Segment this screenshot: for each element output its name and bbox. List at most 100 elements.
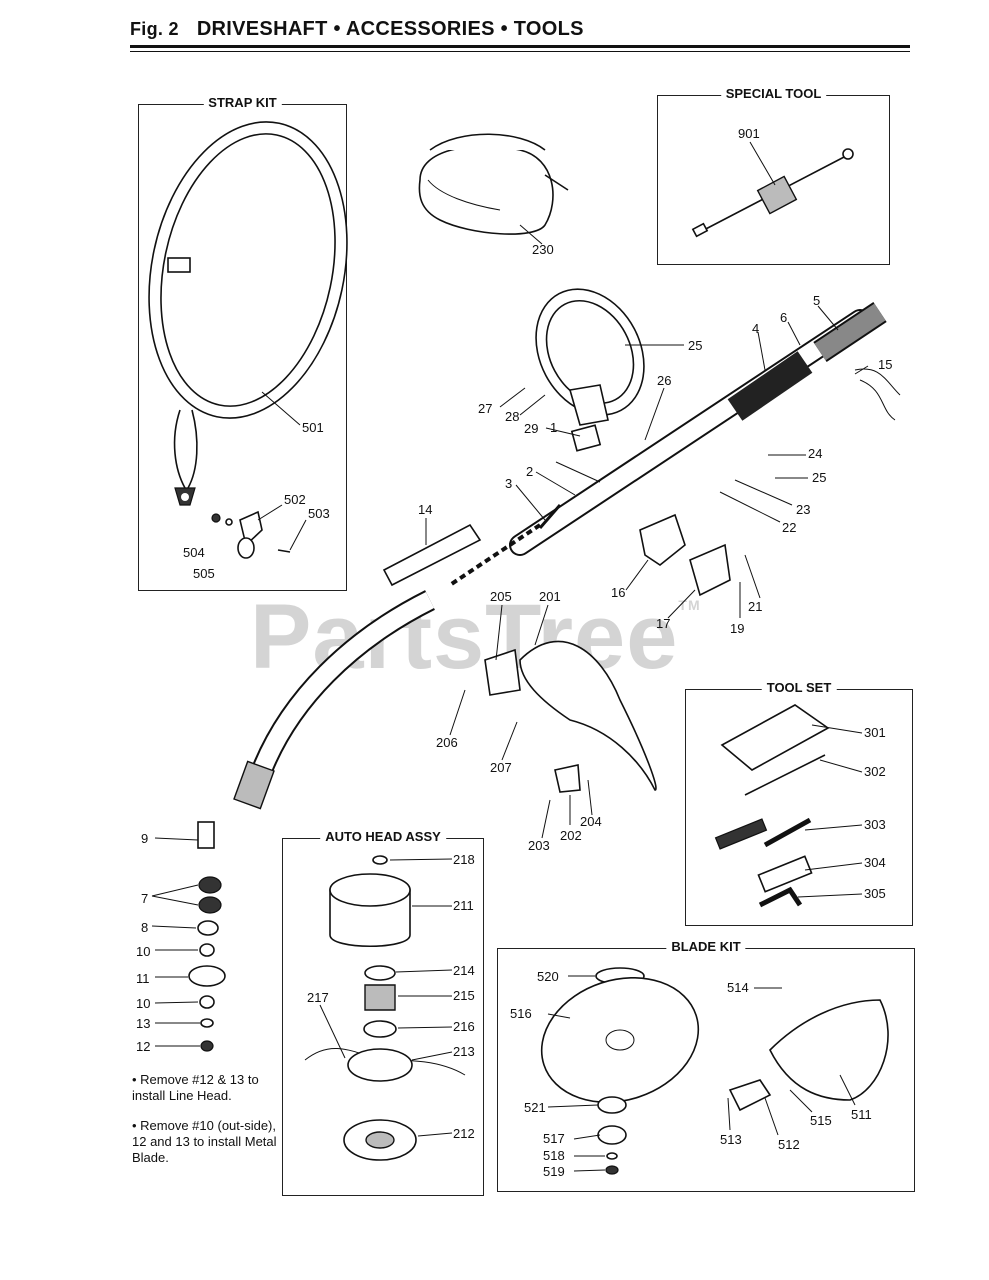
part-number-28: 28 xyxy=(505,409,519,424)
part-number-213: 213 xyxy=(453,1044,475,1059)
part-number-212: 212 xyxy=(453,1126,475,1141)
part-number-7: 7 xyxy=(141,891,148,906)
shaft-clamp-drawing xyxy=(639,513,731,597)
part-number-216: 216 xyxy=(453,1019,475,1034)
special-tool-drawing xyxy=(691,148,854,238)
installation-notes: • Remove #12 & 13 to install Line Head. … xyxy=(132,1072,282,1180)
part-number-901: 901 xyxy=(738,126,760,141)
part-number-25-handle: 25 xyxy=(688,338,702,353)
part-number-201: 201 xyxy=(539,589,561,604)
part-number-callouts: 1 2 3 4 5 6 7 8 9 10 11 10 13 12 14 15 1… xyxy=(136,126,892,1179)
part-number-16: 16 xyxy=(611,585,625,600)
part-number-12: 12 xyxy=(136,1039,150,1054)
part-number-502: 502 xyxy=(284,492,306,507)
tool-set-label: TOOL SET xyxy=(761,680,837,695)
warning-label-drawing xyxy=(382,523,482,587)
part-number-11: 11 xyxy=(136,971,150,986)
part-number-1: 1 xyxy=(550,420,557,435)
part-number-214: 214 xyxy=(453,963,475,978)
auto-head-parts-drawing xyxy=(304,855,466,1161)
figure-label: Fig. 2 xyxy=(130,19,179,39)
part-number-8: 8 xyxy=(141,920,148,935)
part-number-211: 211 xyxy=(453,898,474,913)
part-number-305: 305 xyxy=(864,886,886,901)
part-number-26: 26 xyxy=(657,373,671,388)
part-number-23: 23 xyxy=(796,502,810,517)
part-number-514: 514 xyxy=(727,980,749,995)
part-number-206: 206 xyxy=(436,735,458,750)
part-number-301: 301 xyxy=(864,725,886,740)
strap-kit-box: STRAP KIT xyxy=(138,95,347,591)
blade-guard-drawing xyxy=(484,640,657,791)
part-number-304: 304 xyxy=(864,855,886,870)
part-number-24: 24 xyxy=(808,446,822,461)
drive-tube-drawing xyxy=(509,302,901,556)
blade-kit-label: BLADE KIT xyxy=(666,939,746,954)
flex-shaft-drawing xyxy=(233,523,542,810)
part-number-518: 518 xyxy=(543,1148,565,1163)
part-number-504: 504 xyxy=(183,545,205,560)
part-number-29: 29 xyxy=(524,421,538,436)
part-number-230: 230 xyxy=(532,242,554,257)
part-number-203: 203 xyxy=(528,838,550,853)
part-number-2: 2 xyxy=(526,464,533,479)
part-number-202: 202 xyxy=(560,828,582,843)
part-number-501: 501 xyxy=(302,420,324,435)
part-number-515: 515 xyxy=(810,1113,832,1128)
part-number-21: 21 xyxy=(748,599,762,614)
part-number-511: 511 xyxy=(851,1107,872,1122)
blade-kit-box: BLADE KIT xyxy=(497,939,915,1192)
part-number-25-clip: 25 xyxy=(812,470,826,485)
loop-handle-drawing xyxy=(535,288,645,452)
watermark-tm: TM xyxy=(678,597,701,613)
part-number-207: 207 xyxy=(490,760,512,775)
part-number-218: 218 xyxy=(453,852,475,867)
part-number-6: 6 xyxy=(780,310,787,325)
clamp-plate-drawing xyxy=(554,764,581,793)
figure-title: DRIVESHAFT • ACCESSORIES • TOOLS xyxy=(196,18,584,40)
title-rule xyxy=(130,45,910,48)
part-number-521: 521 xyxy=(524,1100,546,1115)
part-number-215: 215 xyxy=(453,988,475,1003)
leader-lines xyxy=(151,141,869,1172)
part-number-10-bottom: 10 xyxy=(136,996,150,1011)
part-number-17: 17 xyxy=(656,616,670,631)
part-number-14: 14 xyxy=(418,502,432,517)
tool-set-box: TOOL SET xyxy=(685,680,913,926)
tool-set-drawing xyxy=(714,704,830,908)
part-number-516: 516 xyxy=(510,1006,532,1021)
part-number-505: 505 xyxy=(193,566,215,581)
page-title: Fig. 2 DRIVESHAFT • ACCESSORIES • TOOLS xyxy=(130,18,584,41)
safety-goggles-drawing xyxy=(418,133,569,235)
auto-head-assy-label: AUTO HEAD ASSY xyxy=(320,829,446,844)
part-number-19: 19 xyxy=(730,621,744,636)
part-number-27: 27 xyxy=(478,401,492,416)
part-number-302: 302 xyxy=(864,764,886,779)
part-number-217: 217 xyxy=(307,990,329,1005)
part-number-4: 4 xyxy=(752,321,759,336)
gearbox-parts-drawing xyxy=(188,821,226,1052)
auto-head-assy-box: AUTO HEAD ASSY xyxy=(282,829,484,1196)
title-rule-thin xyxy=(130,51,910,52)
part-number-204: 204 xyxy=(580,814,602,829)
note-line-head: • Remove #12 & 13 to install Line Head. xyxy=(132,1072,259,1103)
part-number-520: 520 xyxy=(537,969,559,984)
part-number-5: 5 xyxy=(813,293,820,308)
part-number-519: 519 xyxy=(543,1164,565,1179)
part-number-205: 205 xyxy=(490,589,512,604)
part-number-15: 15 xyxy=(878,357,892,372)
part-number-10-top: 10 xyxy=(136,944,150,959)
note-metal-blade: • Remove #10 (out-side), 12 and 13 to in… xyxy=(132,1118,277,1165)
strap-kit-label: STRAP KIT xyxy=(203,95,282,110)
part-number-517: 517 xyxy=(543,1131,565,1146)
part-number-9: 9 xyxy=(141,831,148,846)
shoulder-strap-drawing xyxy=(148,121,348,506)
part-number-503: 503 xyxy=(308,506,330,521)
part-number-22: 22 xyxy=(782,520,796,535)
part-number-303: 303 xyxy=(864,817,886,832)
special-tool-box: SPECIAL TOOL xyxy=(657,86,890,265)
part-number-3: 3 xyxy=(505,476,512,491)
part-number-13: 13 xyxy=(136,1016,150,1031)
part-number-512: 512 xyxy=(778,1137,800,1152)
